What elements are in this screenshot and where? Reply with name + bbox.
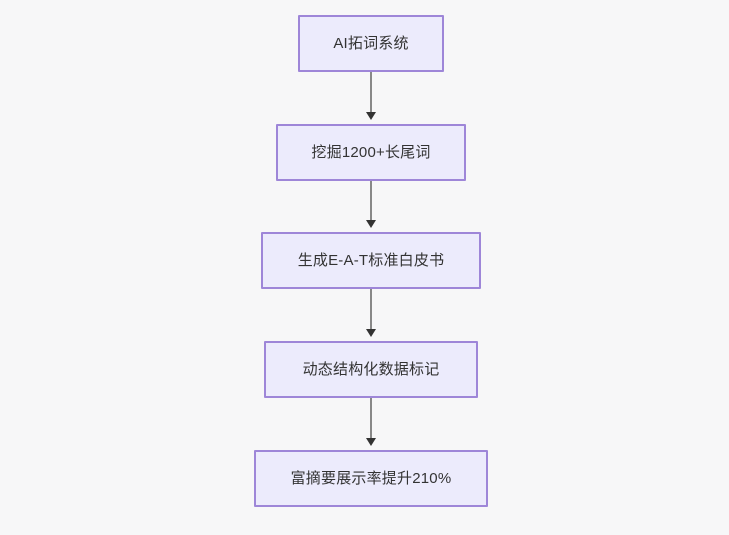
flowchart-node-label: AI拓词系统 <box>333 34 409 52</box>
edge-n2-n3-arrowhead <box>366 220 376 228</box>
flowchart-node-label: 挖掘1200+长尾词 <box>311 143 431 161</box>
flowchart-node-label: 生成E-A-T标准白皮书 <box>297 251 445 269</box>
flowchart-node-dynamic-structured-data-markup[interactable]: 动态结构化数据标记 <box>264 341 478 398</box>
edge-n3-n4-line <box>370 289 372 333</box>
flowchart-node-mine-longtail-keywords[interactable]: 挖掘1200+长尾词 <box>276 124 466 181</box>
edge-n1-n2-arrowhead <box>366 112 376 120</box>
edge-n3-n4-arrowhead <box>366 329 376 337</box>
flowchart-node-ai-keyword-system[interactable]: AI拓词系统 <box>298 15 444 72</box>
edge-n4-n5-line <box>370 398 372 442</box>
edge-n1-n2-line <box>370 72 372 116</box>
flowchart-node-label: 动态结构化数据标记 <box>302 360 440 378</box>
flowchart-node-label: 富摘要展示率提升210% <box>290 469 452 487</box>
flowchart-node-generate-eat-whitepaper[interactable]: 生成E-A-T标准白皮书 <box>261 232 481 289</box>
flowchart-node-rich-snippet-impression-uplift[interactable]: 富摘要展示率提升210% <box>254 450 488 507</box>
edge-n2-n3-line <box>370 181 372 224</box>
edge-n4-n5-arrowhead <box>366 438 376 446</box>
